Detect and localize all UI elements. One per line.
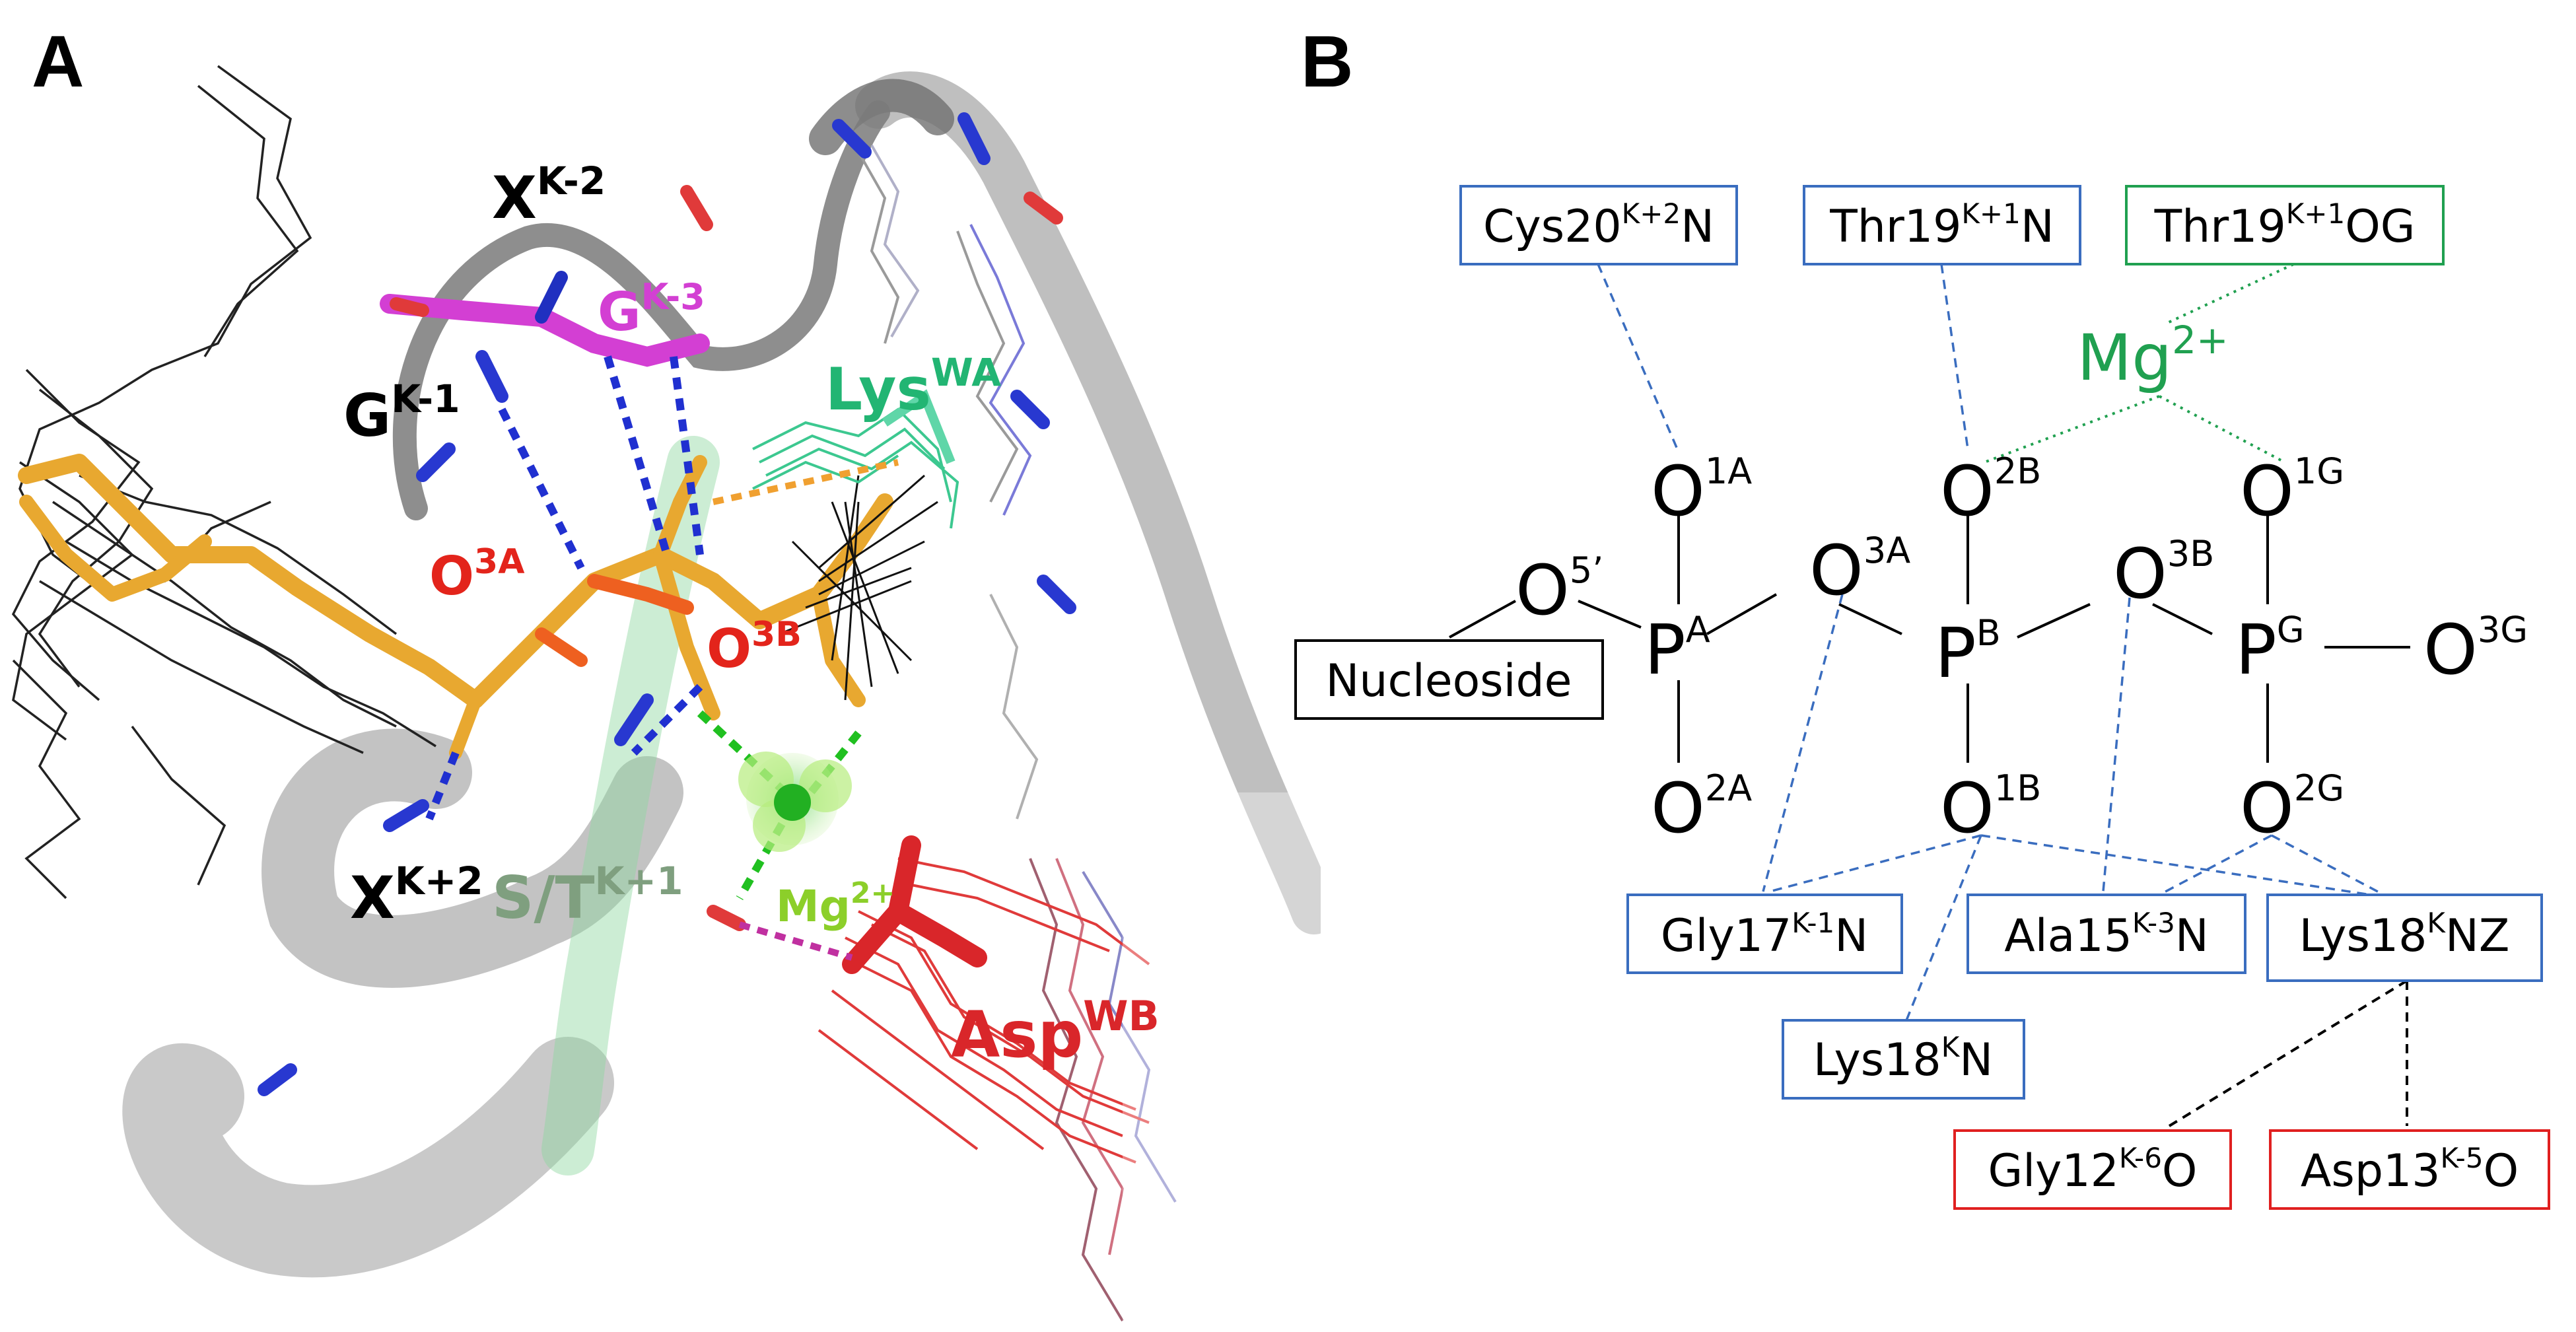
lys18-n-box: Lys18KN <box>1782 1019 2025 1100</box>
thr19-og-box: Thr19K+1OG <box>2125 185 2445 265</box>
svg-text:Asp13K-5O: Asp13K-5O <box>2301 1142 2519 1197</box>
gamma-phosphate-wires <box>779 474 938 701</box>
atom-o2g: O2G <box>2240 767 2344 849</box>
oxygen-stubs <box>390 185 1063 931</box>
thr19-n-box: Thr19K+1N <box>1803 185 2081 265</box>
svg-text:Thr19K+1N: Thr19K+1N <box>1829 197 2054 253</box>
panel-b-letter: B <box>1301 21 1354 102</box>
asp13-o-box: Asp13K-5O <box>2269 1129 2550 1210</box>
label-o-3a: O3A <box>429 542 524 607</box>
glycine-k3-stick <box>380 294 710 367</box>
svg-text:Gly12K-6O: Gly12K-6O <box>1988 1142 2198 1197</box>
protein-structure-render: XK-2 GK-3 GK-1 LysWA O3A O3B XK+2 S/TK+1… <box>11 65 1337 1329</box>
gly17-n-box: Gly17K-1N <box>1626 894 1903 974</box>
wire-bundle-right <box>857 145 1177 1322</box>
lys18-nz-box: Lys18KNZ <box>2266 894 2543 982</box>
mg-2plus-label: Mg2+ <box>2077 318 2228 395</box>
atom-o5: O5’ <box>1515 549 1603 631</box>
svg-text:Lys18KNZ: Lys18KNZ <box>2299 907 2510 962</box>
panel-a-letter: A <box>32 21 85 102</box>
svg-text:Cys20K+2N: Cys20K+2N <box>1483 197 1714 253</box>
nitrogen-stubs <box>258 112 1076 1096</box>
h-bonds-blue <box>1597 263 2385 1024</box>
svg-text:Gly17K-1N: Gly17K-1N <box>1661 907 1868 962</box>
label-mg-2plus: Mg2+ <box>776 876 895 932</box>
lysine-interaction-bond <box>712 459 899 505</box>
atom-o3g: O3G <box>2423 609 2528 690</box>
svg-text:Nucleoside: Nucleoside <box>1325 655 1572 707</box>
atom-o1a: O1A <box>1651 450 1752 532</box>
panel-a: A <box>11 21 1337 1329</box>
atom-o1b: O1B <box>1940 767 2041 849</box>
phosphate-interaction-diagram: Cys20K+2N Thr19K+1N Thr19K+1OG Gly17K-1N… <box>1294 185 2550 1210</box>
label-lys-wa: LysWA <box>825 350 1001 423</box>
label-o-3b: O3B <box>707 615 802 680</box>
atom-pg: PG <box>2235 609 2305 690</box>
gly12-o-box: Gly12K-6O <box>1953 1129 2232 1210</box>
residue-boxes: Cys20K+2N Thr19K+1N Thr19K+1OG Gly17K-1N… <box>1294 185 2550 1210</box>
atom-pa: PA <box>1644 609 1710 690</box>
aspartate-wb-stick <box>842 835 987 974</box>
label-x-k-minus-2: XK-2 <box>492 158 606 232</box>
mg-coordination <box>1984 256 2309 464</box>
panel-a-labels: XK-2 GK-3 GK-1 LysWA O3A O3B XK+2 S/TK+1… <box>343 158 1160 1072</box>
svg-text:Ala15K-3N: Ala15K-3N <box>2004 907 2209 962</box>
covalent-bonds <box>1449 515 2410 763</box>
ala15-n-box: Ala15K-3N <box>1967 894 2246 974</box>
fade-overlay <box>1123 792 1321 1329</box>
glycine-k3-nitrogen <box>535 271 568 324</box>
nucleoside-box: Nucleoside <box>1294 639 1604 720</box>
label-g-k-minus-1: GK-1 <box>343 376 460 450</box>
panel-b: B <box>1288 0 2576 1329</box>
atom-pb: PB <box>1935 612 2001 693</box>
atom-o2b: O2B <box>1940 450 2041 532</box>
svg-text:Thr19K+1OG: Thr19K+1OG <box>2154 197 2416 253</box>
cys20-n-box: Cys20K+2N <box>1459 185 1738 265</box>
label-x-k-plus-2: XK+2 <box>350 859 483 932</box>
atom-o3b: O3B <box>2113 533 2214 614</box>
asp-interaction-bond <box>738 921 853 961</box>
atom-o2a: O2A <box>1651 767 1752 849</box>
label-asp-wb: AspWB <box>951 992 1160 1072</box>
nucleotide-sticks <box>18 454 893 759</box>
h-bonds-black <box>2168 979 2408 1127</box>
aspartate-wb-wires <box>818 857 1150 1164</box>
label-s-t-k-plus-1: S/TK+1 <box>492 859 683 932</box>
phosphate-atoms: O5’ O1A PA O2A O3A O2B PB O1B O3B O1G PG… <box>1515 450 2528 849</box>
hydrogen-bonds-blue <box>425 355 704 821</box>
atom-o3a: O3A <box>1809 530 1910 611</box>
label-g-k-minus-3: GK-3 <box>598 276 705 343</box>
magnesium-ion <box>738 752 852 852</box>
svg-text:Lys18KN: Lys18KN <box>1813 1031 1993 1086</box>
atom-o1g: O1G <box>2240 450 2344 532</box>
